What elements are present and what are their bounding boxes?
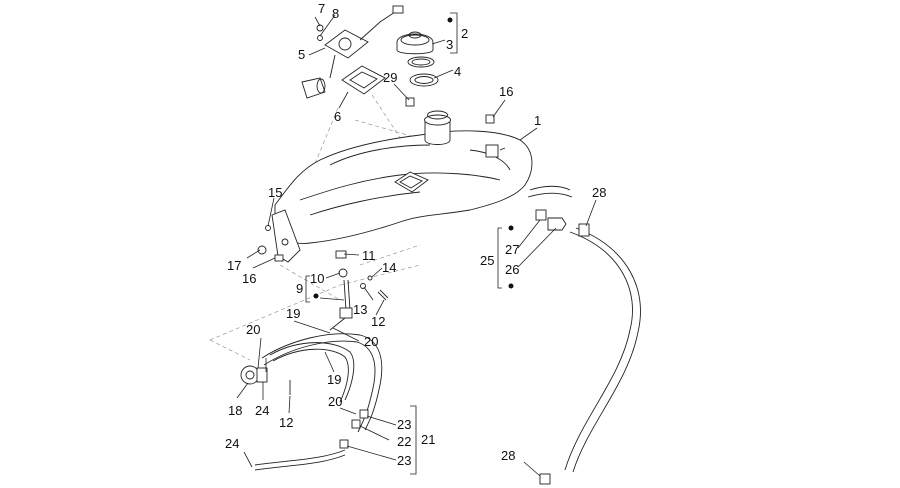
callout-9: 9 (296, 281, 303, 296)
callout-20a: 20 (246, 322, 260, 337)
fuel-hoses (240, 333, 383, 471)
callout-23b: 23 (397, 453, 411, 468)
callout-6: 6 (334, 109, 341, 124)
callout-20c: 20 (328, 394, 342, 409)
callout-27: 27 (505, 242, 519, 257)
overflow-hose (527, 185, 641, 485)
callout-12a: 12 (371, 314, 385, 329)
callout-16a: 16 (499, 84, 513, 99)
callout-28a: 28 (592, 185, 606, 200)
callout-17: 17 (227, 258, 241, 273)
callout-19a: 19 (286, 306, 300, 321)
callout-3: 3 (446, 37, 453, 52)
callout-20b: 20 (364, 334, 378, 349)
callout-19b: 19 (327, 372, 341, 387)
callout-numbers: 1 2 3 4 5 6 7 8 9 10 11 12 12 13 14 15 1… (225, 1, 606, 468)
callout-25: 25 (480, 253, 494, 268)
callout-18: 18 (228, 403, 242, 418)
callout-10: 10 (310, 271, 324, 286)
fuel-level-sender (301, 5, 404, 99)
callout-23a: 23 (397, 417, 411, 432)
group-brackets (305, 12, 514, 475)
callout-26: 26 (505, 262, 519, 277)
callout-29: 29 (383, 70, 397, 85)
callout-8: 8 (332, 6, 339, 21)
callout-14: 14 (382, 260, 396, 275)
drain-valve (329, 279, 353, 331)
callout-2: 2 (461, 26, 468, 41)
callout-22: 22 (397, 434, 411, 449)
fasteners (257, 114, 495, 301)
callout-24b: 24 (225, 436, 239, 451)
callout-5: 5 (298, 47, 305, 62)
callout-13: 13 (353, 302, 367, 317)
callout-12b: 12 (279, 415, 293, 430)
leader-lines (236, 14, 597, 477)
callout-1: 1 (534, 113, 541, 128)
callout-15: 15 (268, 185, 282, 200)
callout-24a: 24 (255, 403, 269, 418)
fuel-tank (271, 110, 533, 263)
callout-11: 11 (362, 248, 376, 263)
callout-16b: 16 (242, 271, 256, 286)
callout-4: 4 (454, 64, 461, 79)
filler-cap-group (396, 31, 439, 107)
callout-7: 7 (318, 1, 325, 16)
callout-21: 21 (421, 432, 435, 447)
callout-28b: 28 (501, 448, 515, 463)
